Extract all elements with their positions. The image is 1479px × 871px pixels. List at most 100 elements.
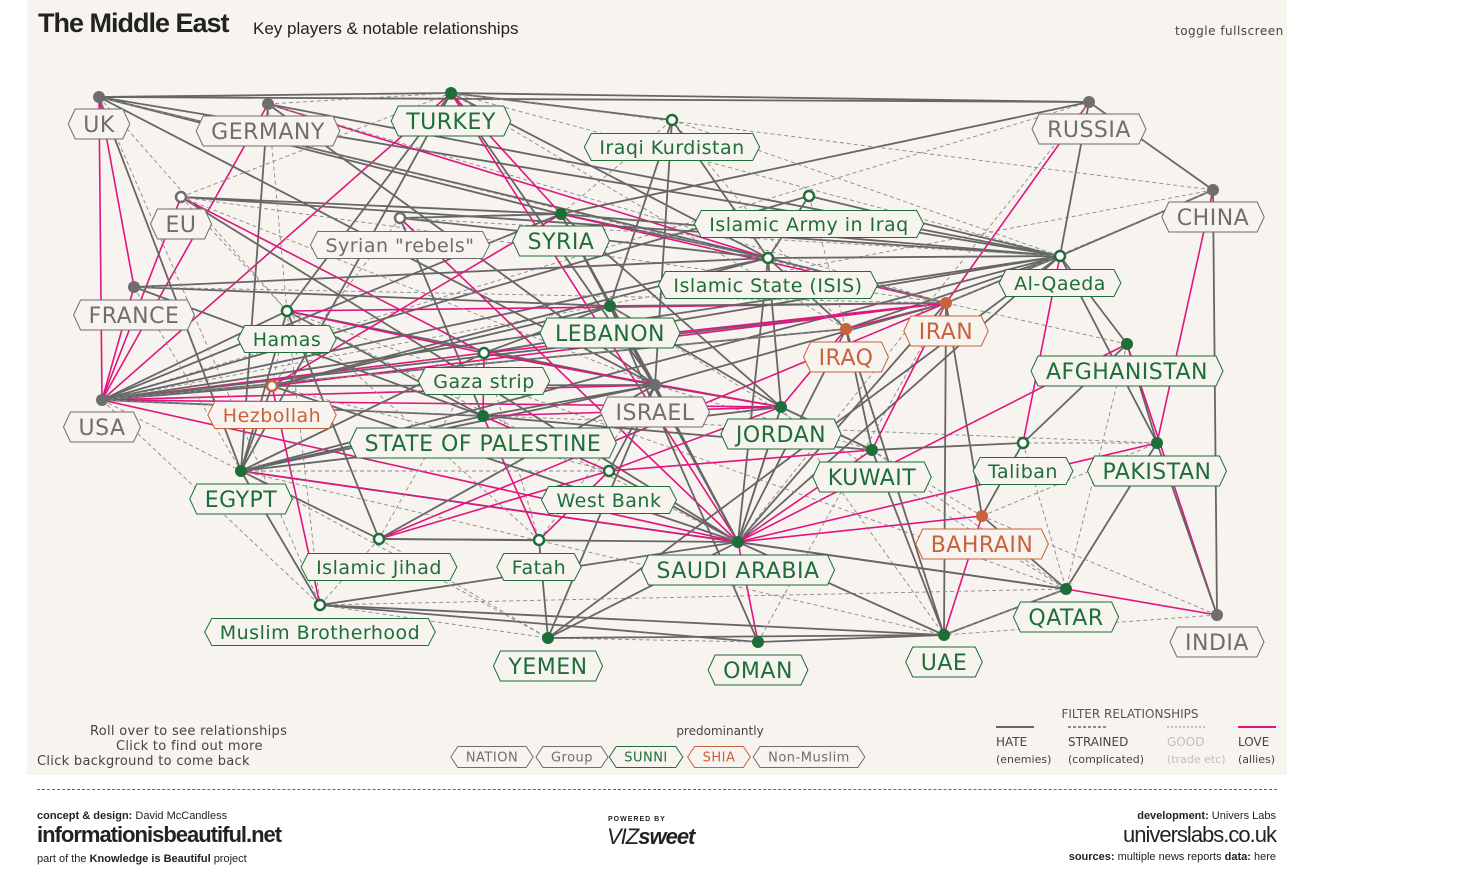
relationship-line-strained[interactable] <box>654 384 873 451</box>
relationship-line-strained[interactable] <box>780 406 945 636</box>
data-link[interactable]: here <box>1253 851 1276 863</box>
relationship-line-hate[interactable] <box>101 302 947 401</box>
relationship-line-hate[interactable] <box>378 538 540 541</box>
relationship-line-hate[interactable] <box>180 196 562 215</box>
toggle-fullscreen-link[interactable]: toggle fullscreen <box>1175 24 1284 38</box>
relationship-line-strained[interactable] <box>945 302 1128 345</box>
node-dot-turkey[interactable] <box>445 87 457 99</box>
relationship-line-hate[interactable] <box>845 255 1061 330</box>
relationship-line-love[interactable] <box>608 449 873 472</box>
node-label-hamas[interactable]: Hamas <box>237 325 337 353</box>
relationship-line-love[interactable] <box>101 384 656 401</box>
node-label-saudi[interactable]: SAUDI ARABIA <box>640 554 836 586</box>
relationship-line-strained[interactable] <box>483 352 540 541</box>
relationship-line-strained[interactable] <box>538 384 656 541</box>
relationship-line-strained[interactable] <box>180 196 656 386</box>
relationship-line-strained[interactable] <box>98 96 288 312</box>
relationship-line-hate[interactable] <box>1059 189 1214 257</box>
relationship-line-hate[interactable] <box>757 634 945 643</box>
relationship-line-love[interactable] <box>737 442 1158 543</box>
node-label-india[interactable]: INDIA <box>1169 626 1265 658</box>
relationship-line-hate[interactable] <box>98 92 452 98</box>
node-label-isis[interactable]: Islamic State (ISIS) <box>657 271 879 299</box>
node-dot-qatar[interactable] <box>1060 583 1072 595</box>
relationship-line-love[interactable] <box>737 515 983 543</box>
node-label-afghanistan[interactable]: AFGHANISTAN <box>1030 355 1224 387</box>
relationship-line-strained[interactable] <box>180 196 288 312</box>
node-dot-palestine[interactable] <box>477 410 489 422</box>
node-label-russia[interactable]: RUSSIA <box>1031 113 1147 145</box>
relationship-line-hate[interactable] <box>399 213 562 219</box>
node-dot-iran[interactable] <box>940 297 952 309</box>
relationship-line-strained[interactable] <box>871 449 1067 590</box>
relationship-line-love[interactable] <box>483 352 782 408</box>
relationship-line-hate[interactable] <box>240 470 380 540</box>
node-label-lebanon[interactable]: LEBANON <box>539 317 681 349</box>
node-label-rebels[interactable]: Syrian "rebels" <box>309 231 491 259</box>
relationship-line-love[interactable] <box>98 96 103 401</box>
node-dot-russia[interactable] <box>1083 96 1095 108</box>
relationship-line-strained[interactable] <box>98 96 947 304</box>
node-dot-usa[interactable] <box>96 394 108 406</box>
node-dot-egypt[interactable] <box>235 465 247 477</box>
relationship-line-strained[interactable] <box>267 103 947 304</box>
node-dot-brotherhood[interactable] <box>313 598 327 612</box>
relationship-line-strained[interactable] <box>981 442 1158 517</box>
relationship-line-hate[interactable] <box>98 96 1090 103</box>
node-label-kurdistan[interactable]: Iraqi Kurdistan <box>583 133 761 161</box>
part-of-2[interactable]: Knowledge is Beautiful <box>89 853 211 865</box>
relationship-line-hate[interactable] <box>737 255 1061 543</box>
relationship-line-hate[interactable] <box>943 302 947 636</box>
relationship-line-strained[interactable] <box>671 119 1061 257</box>
node-dot-iraq[interactable] <box>840 323 852 335</box>
node-dot-jordan[interactable] <box>775 401 787 413</box>
relationship-line-strained[interactable] <box>1022 442 1067 590</box>
node-label-iraq[interactable]: IRAQ <box>803 341 889 373</box>
node-label-germany[interactable]: GERMANY <box>195 115 341 147</box>
relationship-line-love[interactable] <box>101 103 269 401</box>
node-label-hezbollah[interactable]: Hezbollah <box>207 401 337 429</box>
relationship-line-strained[interactable] <box>101 399 242 472</box>
node-dot-france[interactable] <box>128 281 140 293</box>
node-dot-china[interactable] <box>1207 184 1219 196</box>
node-label-qatar[interactable]: QATAR <box>1012 601 1120 633</box>
relationship-line-strained[interactable] <box>609 305 1067 590</box>
relationship-line-strained[interactable] <box>319 588 1067 606</box>
relationship-line-strained[interactable] <box>547 637 759 643</box>
node-label-taliban[interactable]: Taliban <box>972 457 1074 485</box>
node-label-gaza[interactable]: Gaza strip <box>417 367 551 395</box>
site-right-link[interactable]: universlabs.co.uk <box>1123 822 1277 847</box>
node-label-uae[interactable]: UAE <box>905 646 983 678</box>
node-dot-india[interactable] <box>1211 609 1223 621</box>
node-dot-israel[interactable] <box>649 379 661 391</box>
site-left-link[interactable]: informationisbeautiful.net <box>37 822 282 847</box>
relationship-line-hate[interactable] <box>133 286 611 307</box>
relationship-line-strained[interactable] <box>101 328 847 401</box>
node-dot-kurdistan[interactable] <box>665 113 679 127</box>
relationship-line-hate[interactable] <box>101 257 769 401</box>
relationship-line-hate[interactable] <box>98 96 562 215</box>
relationship-line-hate[interactable] <box>547 634 945 639</box>
relationship-line-strained[interactable] <box>945 189 1214 304</box>
relationship-line-strained[interactable] <box>286 310 1067 590</box>
node-label-palestine[interactable]: STATE OF PALESTINE <box>349 427 617 459</box>
node-label-china[interactable]: CHINA <box>1161 201 1265 233</box>
relationship-line-love[interactable] <box>286 310 485 354</box>
node-dot-hamas[interactable] <box>280 304 294 318</box>
node-label-france[interactable]: FRANCE <box>73 299 195 331</box>
node-label-usa[interactable]: USA <box>62 411 142 443</box>
relationship-line-hate[interactable] <box>450 92 1090 103</box>
node-dot-eu[interactable] <box>174 190 188 204</box>
node-dot-lebanon[interactable] <box>604 300 616 312</box>
node-dot-pakistan[interactable] <box>1151 437 1163 449</box>
relationship-line-strained[interactable] <box>98 96 321 606</box>
relationship-line-strained[interactable] <box>450 92 1214 191</box>
node-dot-yemen[interactable] <box>542 632 554 644</box>
relationship-line-hate[interactable] <box>609 305 759 643</box>
relationship-line-hate[interactable] <box>319 604 759 643</box>
node-label-syria[interactable]: SYRIA <box>512 225 610 257</box>
relationship-line-strained[interactable] <box>943 588 1067 636</box>
node-dot-rebels[interactable] <box>393 211 407 225</box>
relationship-line-hate[interactable] <box>808 195 1061 257</box>
